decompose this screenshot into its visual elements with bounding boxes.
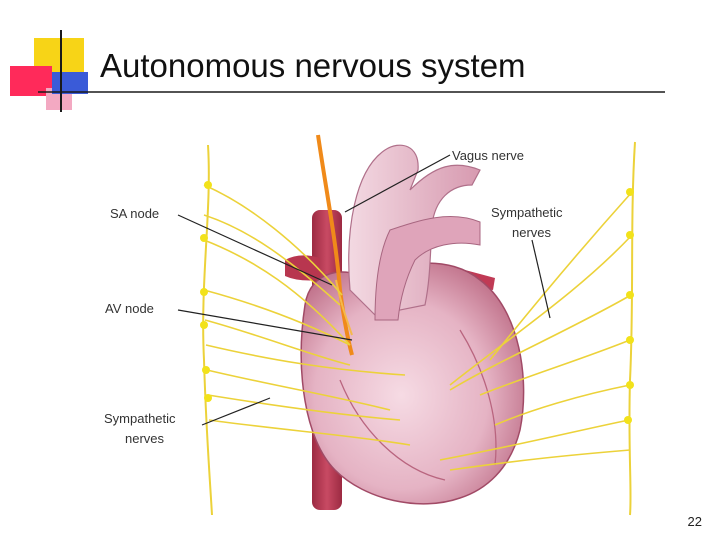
deco-blue-square bbox=[52, 72, 88, 94]
title-decoration bbox=[10, 30, 665, 112]
right-ventricle-shade bbox=[339, 379, 446, 481]
heart-illustration: Vagus nerve SA node AV node Sympathetic … bbox=[104, 134, 636, 516]
heart-diagram: Vagus nerve SA node AV node Sympathetic … bbox=[100, 130, 660, 520]
left-sympathetic-chain bbox=[202, 144, 213, 516]
label-sa-node: SA node bbox=[110, 206, 159, 221]
label-sympathetic-right-line2: nerves bbox=[512, 225, 552, 240]
label-sympathetic-left-line1: Sympathetic bbox=[104, 411, 176, 426]
vagus-branch bbox=[335, 279, 353, 336]
pulmonary-artery bbox=[374, 216, 481, 321]
slide-title: Autonomous nervous system bbox=[100, 47, 526, 84]
ganglia bbox=[200, 181, 634, 424]
label-sympathetic-right-line1: Sympathetic bbox=[491, 205, 563, 220]
label-av-node: AV node bbox=[105, 301, 154, 316]
label-sympathetic-left-line2: nerves bbox=[125, 431, 165, 446]
leader-lines bbox=[177, 154, 551, 426]
vagus-nerve bbox=[316, 134, 354, 356]
left-nerve-branches bbox=[203, 184, 411, 446]
right-sympathetic-chain bbox=[628, 141, 636, 516]
label-vagus-nerve: Vagus nerve bbox=[452, 148, 524, 163]
page-number: 22 bbox=[687, 514, 702, 529]
deco-red-square bbox=[10, 66, 52, 96]
